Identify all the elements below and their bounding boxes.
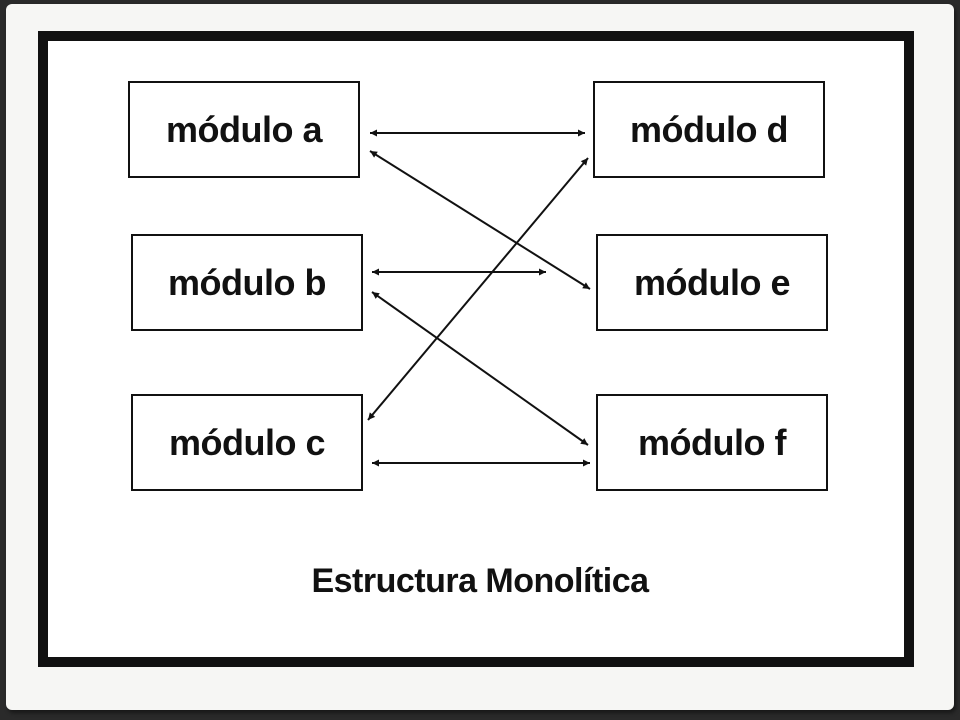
arrow-module-a-to-module-e — [369, 150, 591, 290]
module-a-label: módulo a — [166, 108, 323, 150]
module-d-label: módulo d — [630, 108, 788, 150]
arrow-module-c-to-module-d — [367, 157, 589, 421]
module-a-box: módulo a — [128, 81, 360, 178]
module-c-box: módulo c — [131, 394, 363, 491]
module-c-label: módulo c — [169, 421, 326, 463]
module-e-label: módulo e — [634, 261, 791, 303]
arrow-module-b-to-module-f — [371, 291, 589, 446]
module-d-box: módulo d — [593, 81, 825, 178]
module-b-box: módulo b — [131, 234, 363, 331]
module-f-label: módulo f — [638, 421, 786, 463]
module-f-box: módulo f — [596, 394, 828, 491]
diagram-title: Estructura Monolítica — [311, 562, 649, 600]
module-b-label: módulo b — [168, 261, 326, 303]
module-e-box: módulo e — [596, 234, 828, 331]
